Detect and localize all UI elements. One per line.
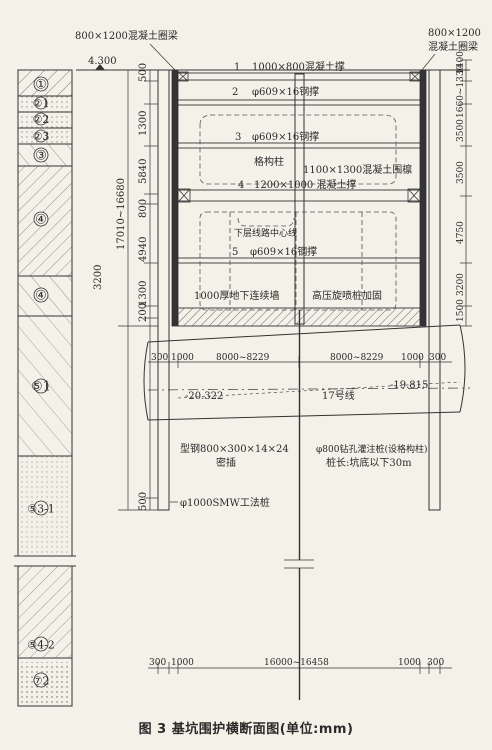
stratum-label: ②2 [33, 113, 50, 126]
stratum-label: ⑤4-2 [27, 639, 55, 652]
waler-label: 1100×1300混凝土围檩 [303, 163, 412, 176]
jet-grout-label: 高压旋喷桩加固 [312, 289, 382, 302]
dim-overall: 3200 [93, 265, 104, 290]
strut-labels: 1 1000×800混凝土撑 2 φ609×16钢撑 3 φ609×16钢撑 4… [232, 60, 356, 258]
cross-section-diagram: ① ②1 ②2 ②3 ③ ④ ④ ⑤1 ⑤3-1 ⑤4-2 ⑦2 800×120… [12, 28, 481, 707]
right-dimensions [460, 59, 472, 327]
component-labels: 格构柱 1100×1300混凝土围檩 下层线路中心线 1000厚地下连续墙 高压… [170, 155, 428, 509]
dim-mid: 8000~8229 [216, 353, 270, 363]
dim-bottom: 300 [427, 658, 444, 668]
dim-segment: 4750 [456, 221, 466, 244]
line-center-label: 下层线路中心线 [234, 227, 297, 239]
dim-segment: 500 [138, 492, 149, 511]
dim-segment: 5840 [138, 159, 149, 184]
strut-number: 1 [234, 62, 240, 73]
stratum-label: ④ [35, 213, 47, 228]
strut-label: 1000×800混凝土撑 [252, 60, 345, 73]
retaining-walls [157, 69, 441, 511]
dim-bottom: 1000 [171, 658, 194, 668]
smw-label: φ1000SMW工法桩 [180, 496, 270, 509]
struts [177, 71, 421, 264]
break-marks [12, 552, 314, 570]
dim-segment: 1400 [456, 51, 466, 74]
dim-segment: 500 [138, 63, 149, 82]
strut-number: 5 [232, 247, 238, 258]
diaphragm-wall-label: 1000厚地下连续墙 [194, 289, 279, 302]
steel-section-label-2: 密插 [216, 456, 236, 469]
dim-mid: 1000 [401, 353, 424, 363]
stratum-label: ②1 [33, 97, 50, 110]
middle-dimension-labels: 300 1000 8000~8229 8000~8229 1000 300 [151, 353, 446, 363]
dim-segment: 1660~1330 [456, 64, 466, 118]
left-dimension-labels: 3200 17010~16680 500 1300 5840 800 4940 … [93, 63, 149, 511]
strut-number: 4 [238, 180, 244, 191]
strut-label: φ609×16钢撑 [252, 130, 319, 143]
strut-number: 2 [232, 87, 238, 98]
stratum-label: ① [35, 78, 47, 93]
stratum-label: ⑤1 [31, 380, 51, 395]
tunnel-line17 [143, 324, 471, 421]
middle-dimension-row [148, 356, 452, 368]
elevation-right-label: -19.815 [390, 380, 428, 391]
ring-beam-right-label-1: 800×1200 [428, 28, 481, 39]
dim-mid: 300 [429, 353, 446, 363]
stratum-label: ⑤3-1 [27, 503, 55, 516]
stratum-label: ⑦2 [33, 675, 50, 688]
lattice-column-label: 格构柱 [254, 155, 284, 168]
dim-segment: 200 [138, 303, 149, 322]
dim-bottom: 300 [149, 658, 166, 668]
ring-beam-right-label-2: 混凝土圈梁 [428, 40, 478, 53]
dim-segment: 3200 [456, 273, 466, 296]
dim-segment: 800 [138, 199, 149, 218]
dim-segment: 1300 [138, 281, 149, 306]
stratum-label: ④ [35, 289, 47, 304]
dim-segment: 4940 [138, 237, 149, 262]
steel-section-label-1: 型钢800×300×14×24 [180, 442, 289, 455]
right-dimension-labels: 1400 1660~1330 3500 3500 4750 3200 1500 [456, 51, 466, 322]
bored-pile-label-1: φ800钻孔灌注桩(设格构柱) [316, 443, 428, 455]
ring-beam-left-label: 800×1200混凝土圈梁 [75, 29, 178, 42]
dim-bottom: 16000~16458 [264, 658, 329, 668]
top-annotations: 800×1200混凝土圈梁 800×1200 混凝土圈梁 4.300 [75, 28, 481, 71]
line17-label: 17号线 [322, 389, 355, 402]
strut-label: φ609×16钢撑 [252, 85, 319, 98]
dim-segment: 1500 [456, 299, 466, 322]
dim-mid: 1000 [171, 353, 194, 363]
soil-column: ① ②1 ②2 ②3 ③ ④ ④ ⑤1 ⑤3-1 ⑤4-2 ⑦2 [14, 69, 76, 707]
dim-segment: 3500 [456, 119, 466, 142]
jet-grout-zone [177, 307, 421, 327]
strut-label: φ609×16钢撑 [250, 245, 317, 258]
stratum-label: ③ [35, 149, 47, 164]
left-dimensions [118, 69, 158, 511]
dim-mid: 300 [151, 353, 168, 363]
strut-label: 1200×1000 混凝土撑 [254, 178, 356, 191]
figure-caption: 图 3 基坑围护横断面图(单位:mm) [138, 722, 354, 737]
strut-number: 3 [235, 132, 241, 143]
dim-segment: 3500 [456, 161, 466, 184]
dim-inner: 17010~16680 [116, 178, 127, 250]
bored-pile-label-2: 桩长:坑底以下30m [326, 456, 412, 469]
bottom-dimension-labels: 300 1000 16000~16458 1000 300 [149, 658, 444, 668]
stratum-label: ②3 [33, 130, 50, 143]
bottom-dimension-row [148, 662, 452, 674]
elevation-top-label: 4.300 [88, 56, 117, 67]
dim-segment: 1300 [138, 111, 149, 136]
dim-bottom: 1000 [398, 658, 421, 668]
dim-mid: 8000~8229 [330, 353, 384, 363]
elevation-left-label: -20.322 [185, 391, 223, 402]
